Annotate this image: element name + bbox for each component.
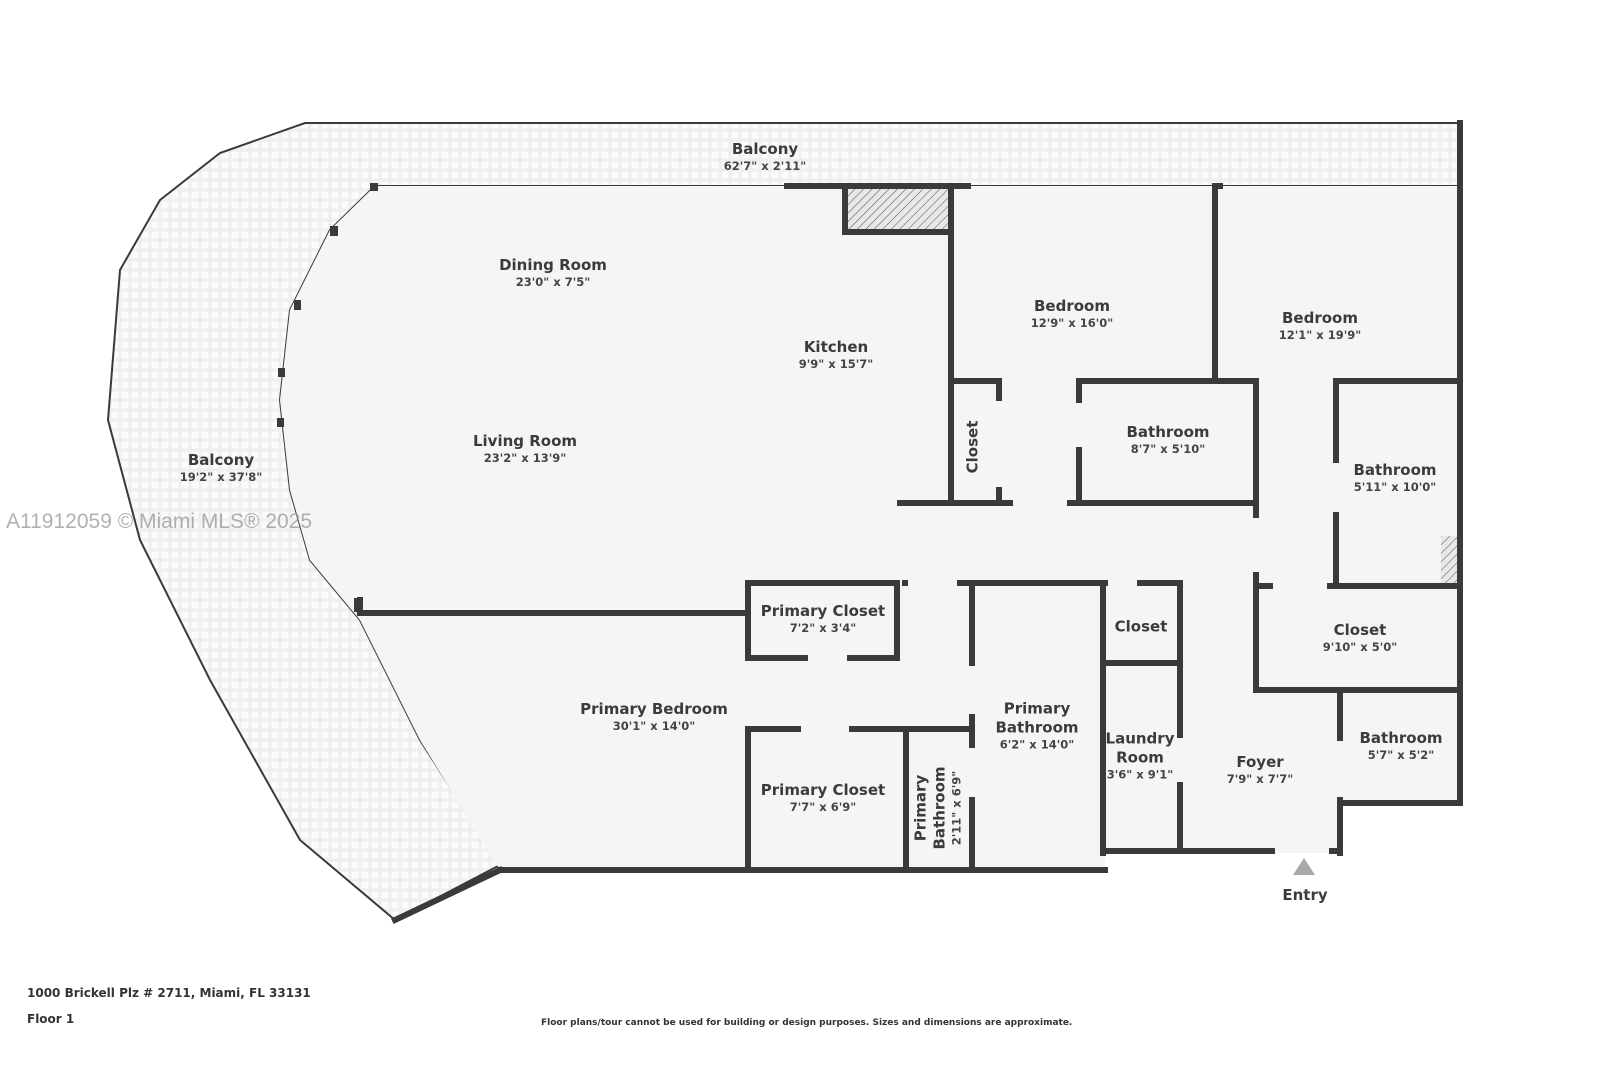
watermark: A11912059 © Miami MLS® 2025 xyxy=(6,510,313,533)
room-label-closet-bedroom: Closet xyxy=(963,420,982,474)
disclaimer: Floor plans/tour cannot be used for buil… xyxy=(541,1018,1073,1028)
entry-arrow-icon xyxy=(1293,858,1315,875)
interior-floor xyxy=(280,186,1460,870)
address: 1000 Brickell Plz # 2711, Miami, FL 3313… xyxy=(27,986,311,1000)
floor-label: Floor 1 xyxy=(27,1012,75,1026)
entry-label: Entry xyxy=(1282,886,1328,904)
room-label-closet-small: Closet xyxy=(1114,617,1168,636)
